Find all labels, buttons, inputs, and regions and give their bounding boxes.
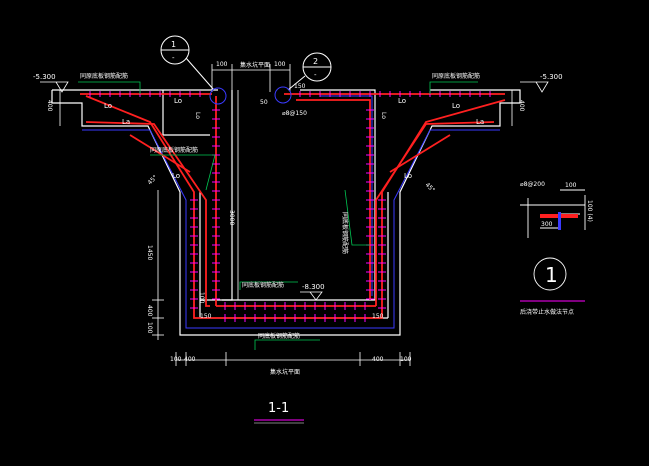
callout-left-number: 1	[171, 40, 176, 49]
rebar-spec-label: ⌀8@150	[282, 110, 307, 117]
dim-400-vertical: 400	[146, 305, 153, 317]
note-top-right: 同原底板钢筋配筋	[432, 72, 480, 80]
callout-left	[160, 35, 227, 105]
dim-100-inner: 100	[198, 292, 205, 304]
lo-label-4: Lo	[398, 97, 406, 105]
pit-outline	[51, 89, 521, 336]
rebar-lo-left	[129, 134, 191, 173]
la-label-2: La	[476, 118, 484, 126]
blue-line-group	[82, 95, 500, 329]
leader-outer-bottom	[254, 339, 320, 350]
la-label-1: La	[122, 118, 130, 126]
detail-number: 1	[545, 263, 558, 287]
dim-400-left: 400	[184, 356, 196, 363]
top-dim-label: 集水坑平面	[240, 61, 270, 69]
note-top-left: 同原底板钢筋配筋	[80, 72, 128, 80]
leader-inner-bottom	[239, 281, 298, 290]
dim-3000: 3000	[228, 210, 235, 225]
leader-lines	[78, 81, 478, 350]
mid-label: 集水坑平面	[270, 368, 300, 376]
leader-wall	[150, 154, 216, 191]
elev-marker-bottom	[300, 291, 323, 301]
elev-marker-left	[40, 81, 69, 93]
dim-100-vertical: 100	[146, 322, 153, 334]
dim-100-right: 100	[400, 356, 412, 363]
leader-top-right	[429, 81, 478, 94]
leader-inner-right	[344, 189, 370, 246]
dim-400-top-left: 400	[46, 100, 53, 112]
detail-dim-bottom-label: 300	[541, 221, 553, 228]
elev-left: -5.300	[33, 73, 56, 81]
dim-50: 50	[260, 99, 268, 106]
outer-profile	[51, 89, 521, 336]
rebar-lo-right	[389, 134, 451, 173]
callout-leader	[185, 57, 215, 91]
dim-150-left: 150	[200, 313, 212, 320]
dim-150-right: 150	[372, 313, 384, 320]
leader-top-left	[78, 81, 141, 94]
dim-100-left: 100	[170, 356, 182, 363]
inner-right-wall	[222, 89, 376, 301]
note-inner-bottom: 同底板钢筋配筋	[242, 281, 284, 289]
lo-label-5: Lo	[172, 172, 180, 180]
blue-outer-line	[82, 129, 500, 329]
detail-circle	[533, 257, 567, 291]
detail-dim-side-label: 100 (4)	[586, 200, 593, 222]
rebar-left-diagonal	[85, 121, 210, 307]
lo-label-3: Lo	[452, 102, 460, 110]
detail-marker-left	[209, 87, 227, 105]
lo-label-6: Lo	[404, 172, 412, 180]
callout-leader	[287, 75, 306, 91]
callout-right	[274, 52, 332, 104]
section-title: 1-1	[268, 401, 289, 416]
detail-waterstop	[558, 212, 561, 230]
detail-marker-right	[274, 86, 292, 104]
elev-bottom: -8.300	[302, 283, 325, 291]
callout-left-sub: -	[172, 54, 175, 62]
callout-right-sub: -	[314, 71, 317, 79]
lo-vertical-right: Lo	[380, 112, 387, 119]
detail-spec: ⌀8@200	[520, 181, 545, 188]
lo-label-2: Lo	[104, 102, 112, 110]
text-labels: -5.300 -5.300 -8.300 同原底板钢筋配筋 同原底板钢筋配筋 同…	[33, 40, 563, 376]
note-wall: 同原底板钢筋配筋	[150, 146, 198, 154]
detail-1: ⌀8@200 100 100 (4) 300 1 后浇带止水做法节点	[520, 181, 593, 316]
rebar-right-wall	[296, 99, 371, 300]
note-inner-right: 同底板钢筋配筋	[341, 212, 349, 254]
lo-vertical-left: Lo	[194, 112, 201, 119]
dim-100-top-1: 100	[216, 61, 228, 68]
dim-400-right: 400	[372, 356, 384, 363]
detail-dim-top-label: 100	[565, 182, 577, 189]
elev-marker-right	[520, 81, 549, 93]
lo-label-1: Lo	[174, 97, 182, 105]
note-outer-bottom: 同底板钢筋配筋	[258, 332, 300, 340]
dim-1450: 1450	[146, 245, 153, 260]
detail-caption: 后浇带止水做法节点	[520, 308, 574, 316]
blue-inner-line	[320, 95, 373, 296]
dim-400-top-right: 400	[518, 100, 525, 112]
dim-150-top: 150	[294, 83, 306, 90]
dim-100-top-2: 100	[274, 61, 286, 68]
callout-right-number: 2	[313, 57, 318, 66]
rebar-right-diagonal	[375, 121, 495, 306]
elev-right: -5.300	[540, 73, 563, 81]
section-title-group: 1-1	[254, 401, 304, 424]
